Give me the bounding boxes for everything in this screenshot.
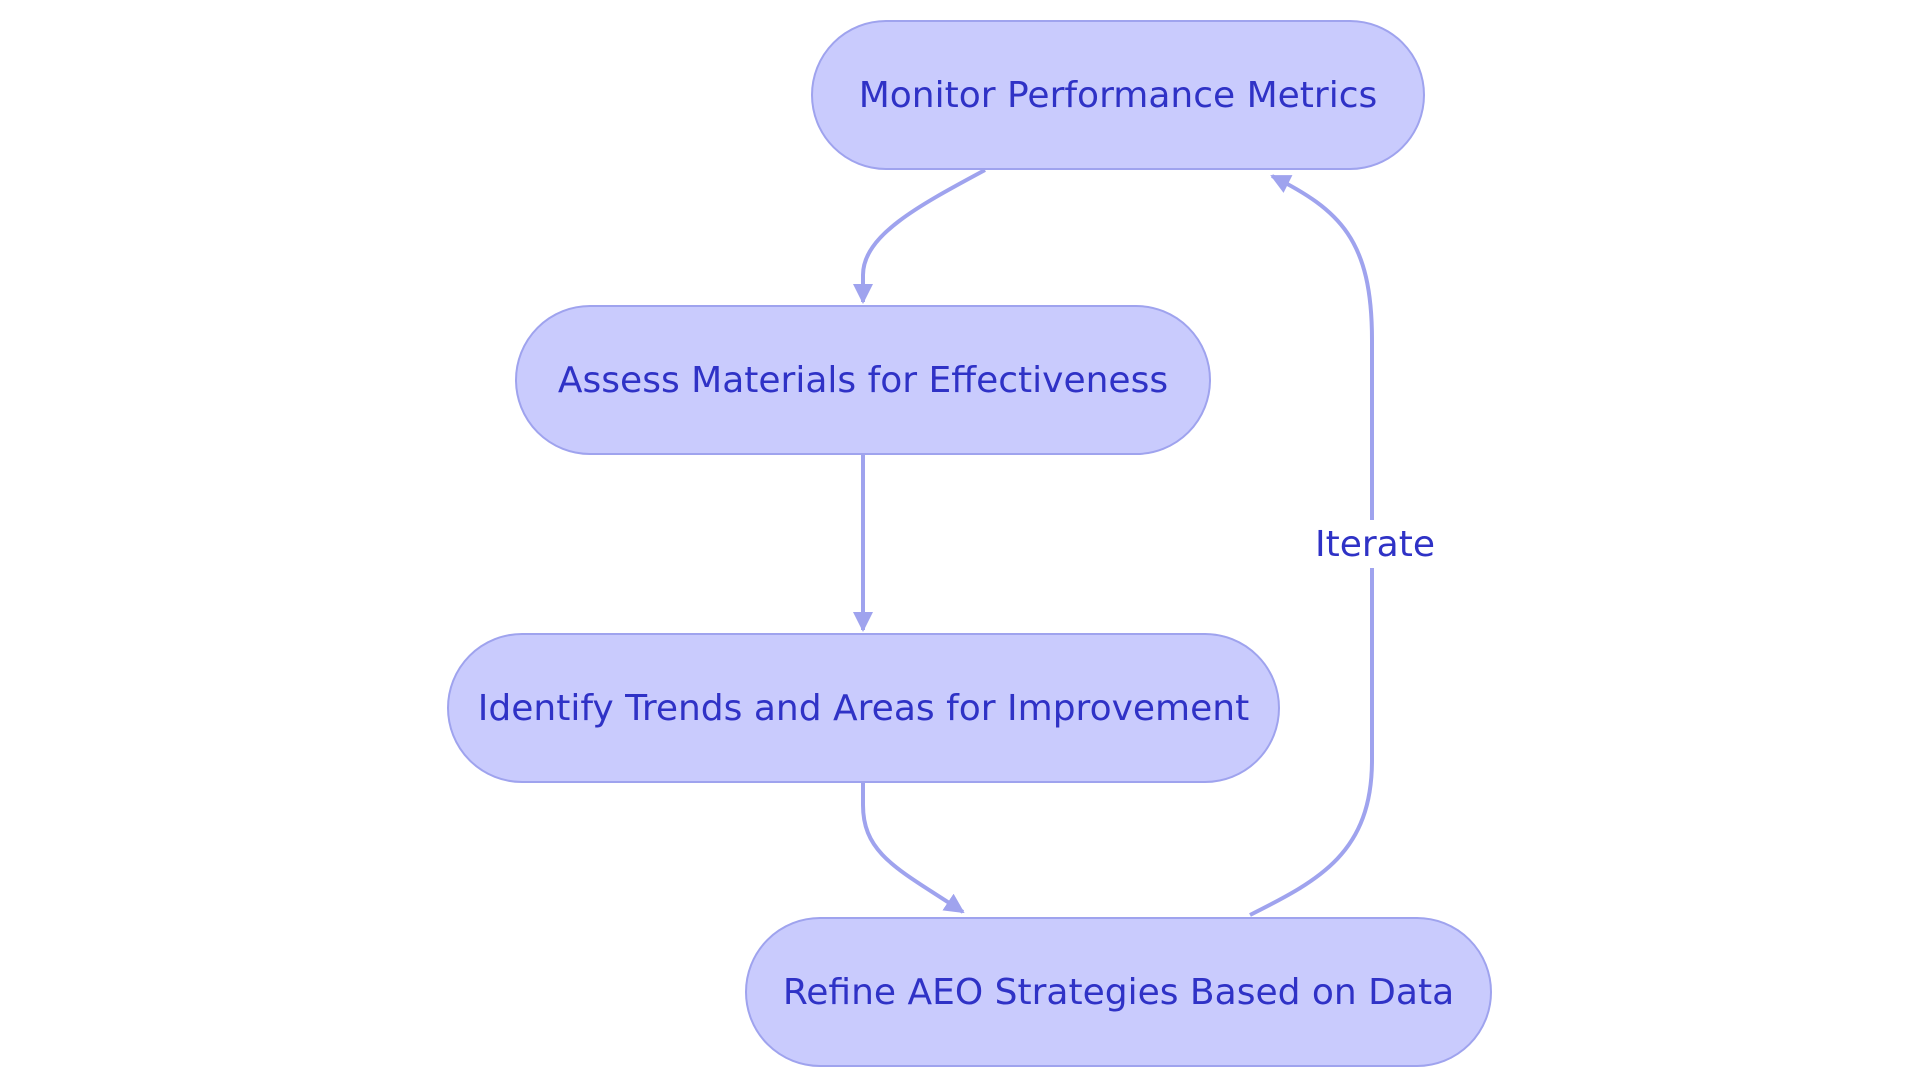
node-monitor-performance-metrics: Monitor Performance Metrics: [811, 20, 1425, 170]
edge-monitor-to-assess: [853, 168, 986, 304]
node-refine-aeo-strategies: Refine AEO Strategies Based on Data: [745, 917, 1492, 1067]
edge-label-iterate: Iterate: [1315, 520, 1435, 568]
node-assess-materials: Assess Materials for Effectiveness: [515, 305, 1211, 455]
node-identify-trends: Identify Trends and Areas for Improvemen…: [447, 633, 1280, 783]
edge-refine-to-monitor: [1249, 174, 1374, 917]
edge-identify-to-refine: [861, 783, 965, 914]
